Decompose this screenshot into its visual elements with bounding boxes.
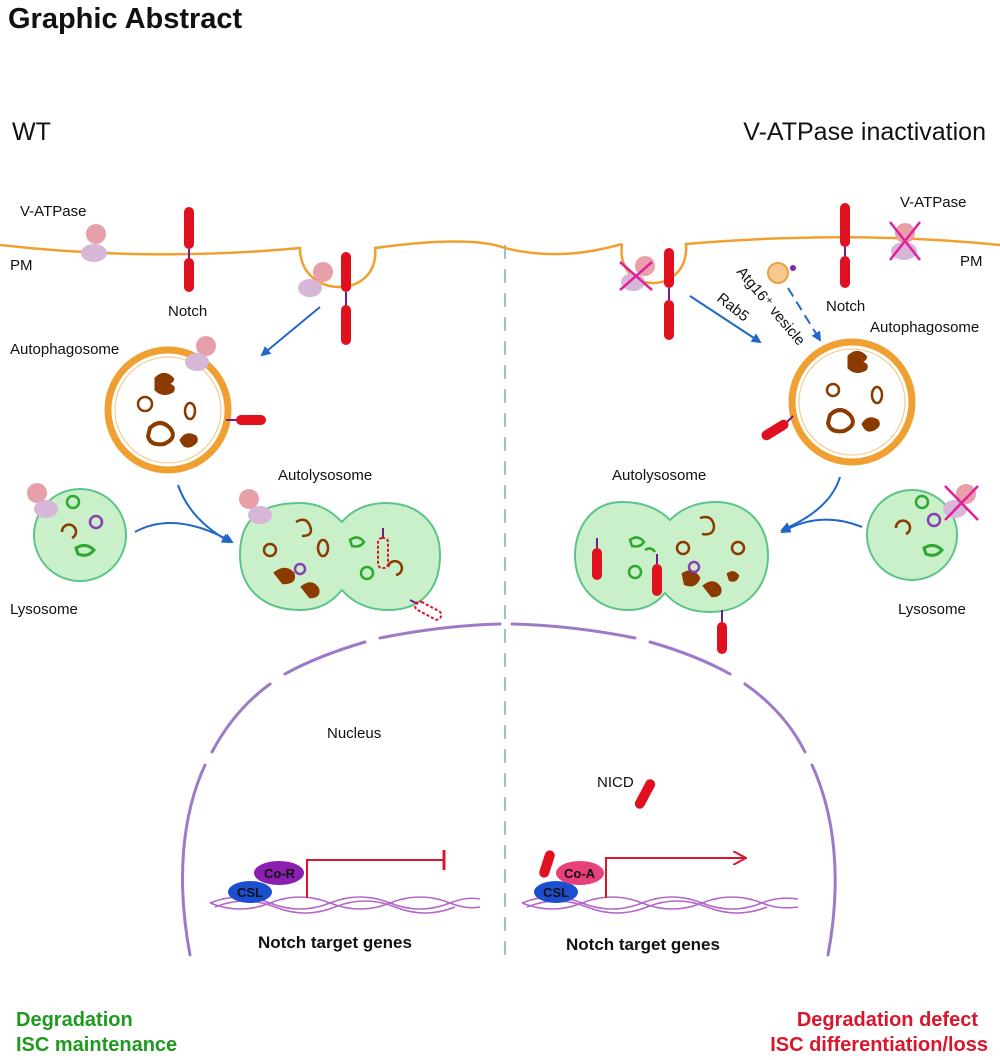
- label-notch-right: Notch: [826, 298, 865, 315]
- label-nicd: NICD: [597, 774, 634, 791]
- arrow-lysosome-to-autolysosome-left: [134, 522, 234, 543]
- label-co-r: Co-R: [264, 866, 296, 881]
- arrow-rab5-pathway-right: [689, 295, 762, 344]
- arrow-endocytosis-left: [260, 306, 321, 357]
- label-vatpase-right: V-ATPase: [900, 194, 966, 211]
- co-activator: [556, 861, 604, 885]
- vatpase-right-pm-inactivated: [889, 221, 921, 261]
- label-pm-right: PM: [960, 253, 983, 270]
- outcome-left-line1: Degradation: [16, 1009, 133, 1031]
- notch-receptor-right: [840, 203, 850, 288]
- autolysosome-left: [238, 501, 442, 612]
- dna-helix-right: [521, 896, 799, 914]
- vatpase-on-autolysosome-left: [239, 489, 272, 524]
- arrow-atg16-to-autophagosome: [787, 287, 822, 342]
- figure-title: Graphic Abstract: [8, 3, 243, 35]
- vatpase-on-lysosome-left: [27, 483, 58, 518]
- endocytosed-notch-right: [664, 248, 674, 340]
- endocytosed-vatpase-right: [619, 256, 655, 291]
- intact-notch-inside-right-2: [652, 554, 662, 596]
- label-autolysosome-left: Autolysosome: [278, 467, 372, 484]
- label-autophagosome-right: Autophagosome: [870, 319, 979, 336]
- co-repressor: [254, 861, 304, 885]
- label-target-genes-right: Notch target genes: [566, 935, 720, 954]
- vatpase-on-autophagosome-left: [185, 336, 216, 371]
- intact-notch-inside-right-1: [592, 538, 602, 580]
- vatpase-left-pm: [81, 224, 107, 262]
- endocytosed-vatpase-left: [298, 262, 333, 297]
- outcome-right-line1: Degradation defect: [797, 1009, 978, 1031]
- notch-receptor-left: [184, 207, 194, 292]
- outcome-right-line2: ISC differentiation/loss: [770, 1034, 988, 1056]
- autophagosome-left: [104, 346, 232, 474]
- label-pm-left: PM: [10, 257, 33, 274]
- notch-on-autophagosome-right: [761, 415, 794, 441]
- autophagosome-right: [788, 338, 916, 466]
- label-lysosome-right: Lysosome: [898, 601, 966, 618]
- label-csl-left: CSL: [237, 885, 263, 900]
- label-vatpase-left: V-ATPase: [20, 203, 86, 220]
- vatpase-on-lysosome-right-inactivated: [943, 484, 979, 521]
- label-autophagosome-left: Autophagosome: [10, 341, 119, 358]
- nuclear-envelope: [181, 622, 837, 957]
- atg16-vesicle: [767, 262, 796, 284]
- nicd-fragment: [634, 779, 656, 809]
- outcome-left-line2: ISC maintenance: [16, 1034, 177, 1056]
- csl-protein-right: [534, 881, 578, 903]
- activated-transcription-arrow: [605, 858, 745, 898]
- label-rab5: Rab5: [714, 290, 753, 325]
- arrow-autophagosome-to-autolysosome-left: [177, 484, 232, 543]
- repressed-transcription-symbol: [306, 859, 444, 898]
- label-notch-left: Notch: [168, 303, 207, 320]
- notch-on-autophagosome-left: [226, 415, 266, 425]
- label-csl-right: CSL: [543, 885, 569, 900]
- arrow-autophagosome-to-autolysosome-right: [780, 476, 841, 532]
- label-co-a: Co-A: [564, 866, 596, 881]
- intact-notch-outside-right: [717, 610, 727, 654]
- autolysosome-right: [573, 500, 770, 614]
- arrow-lysosome-to-autolysosome-right: [780, 518, 863, 534]
- endocytosed-notch-left: [341, 252, 351, 345]
- heading-vatpase-inactivation: V-ATPase inactivation: [743, 118, 986, 146]
- label-target-genes-left: Notch target genes: [258, 933, 412, 952]
- lysosome-right: [866, 489, 958, 581]
- label-nucleus: Nucleus: [327, 725, 381, 742]
- nicd-in-complex: [539, 850, 555, 878]
- degraded-notch-inside-left: [377, 528, 389, 569]
- heading-wt: WT: [12, 118, 51, 146]
- degraded-notch-outside-left: [409, 599, 443, 621]
- csl-protein-left: [228, 881, 272, 903]
- label-autolysosome-right: Autolysosome: [612, 467, 706, 484]
- label-lysosome-left: Lysosome: [10, 601, 78, 618]
